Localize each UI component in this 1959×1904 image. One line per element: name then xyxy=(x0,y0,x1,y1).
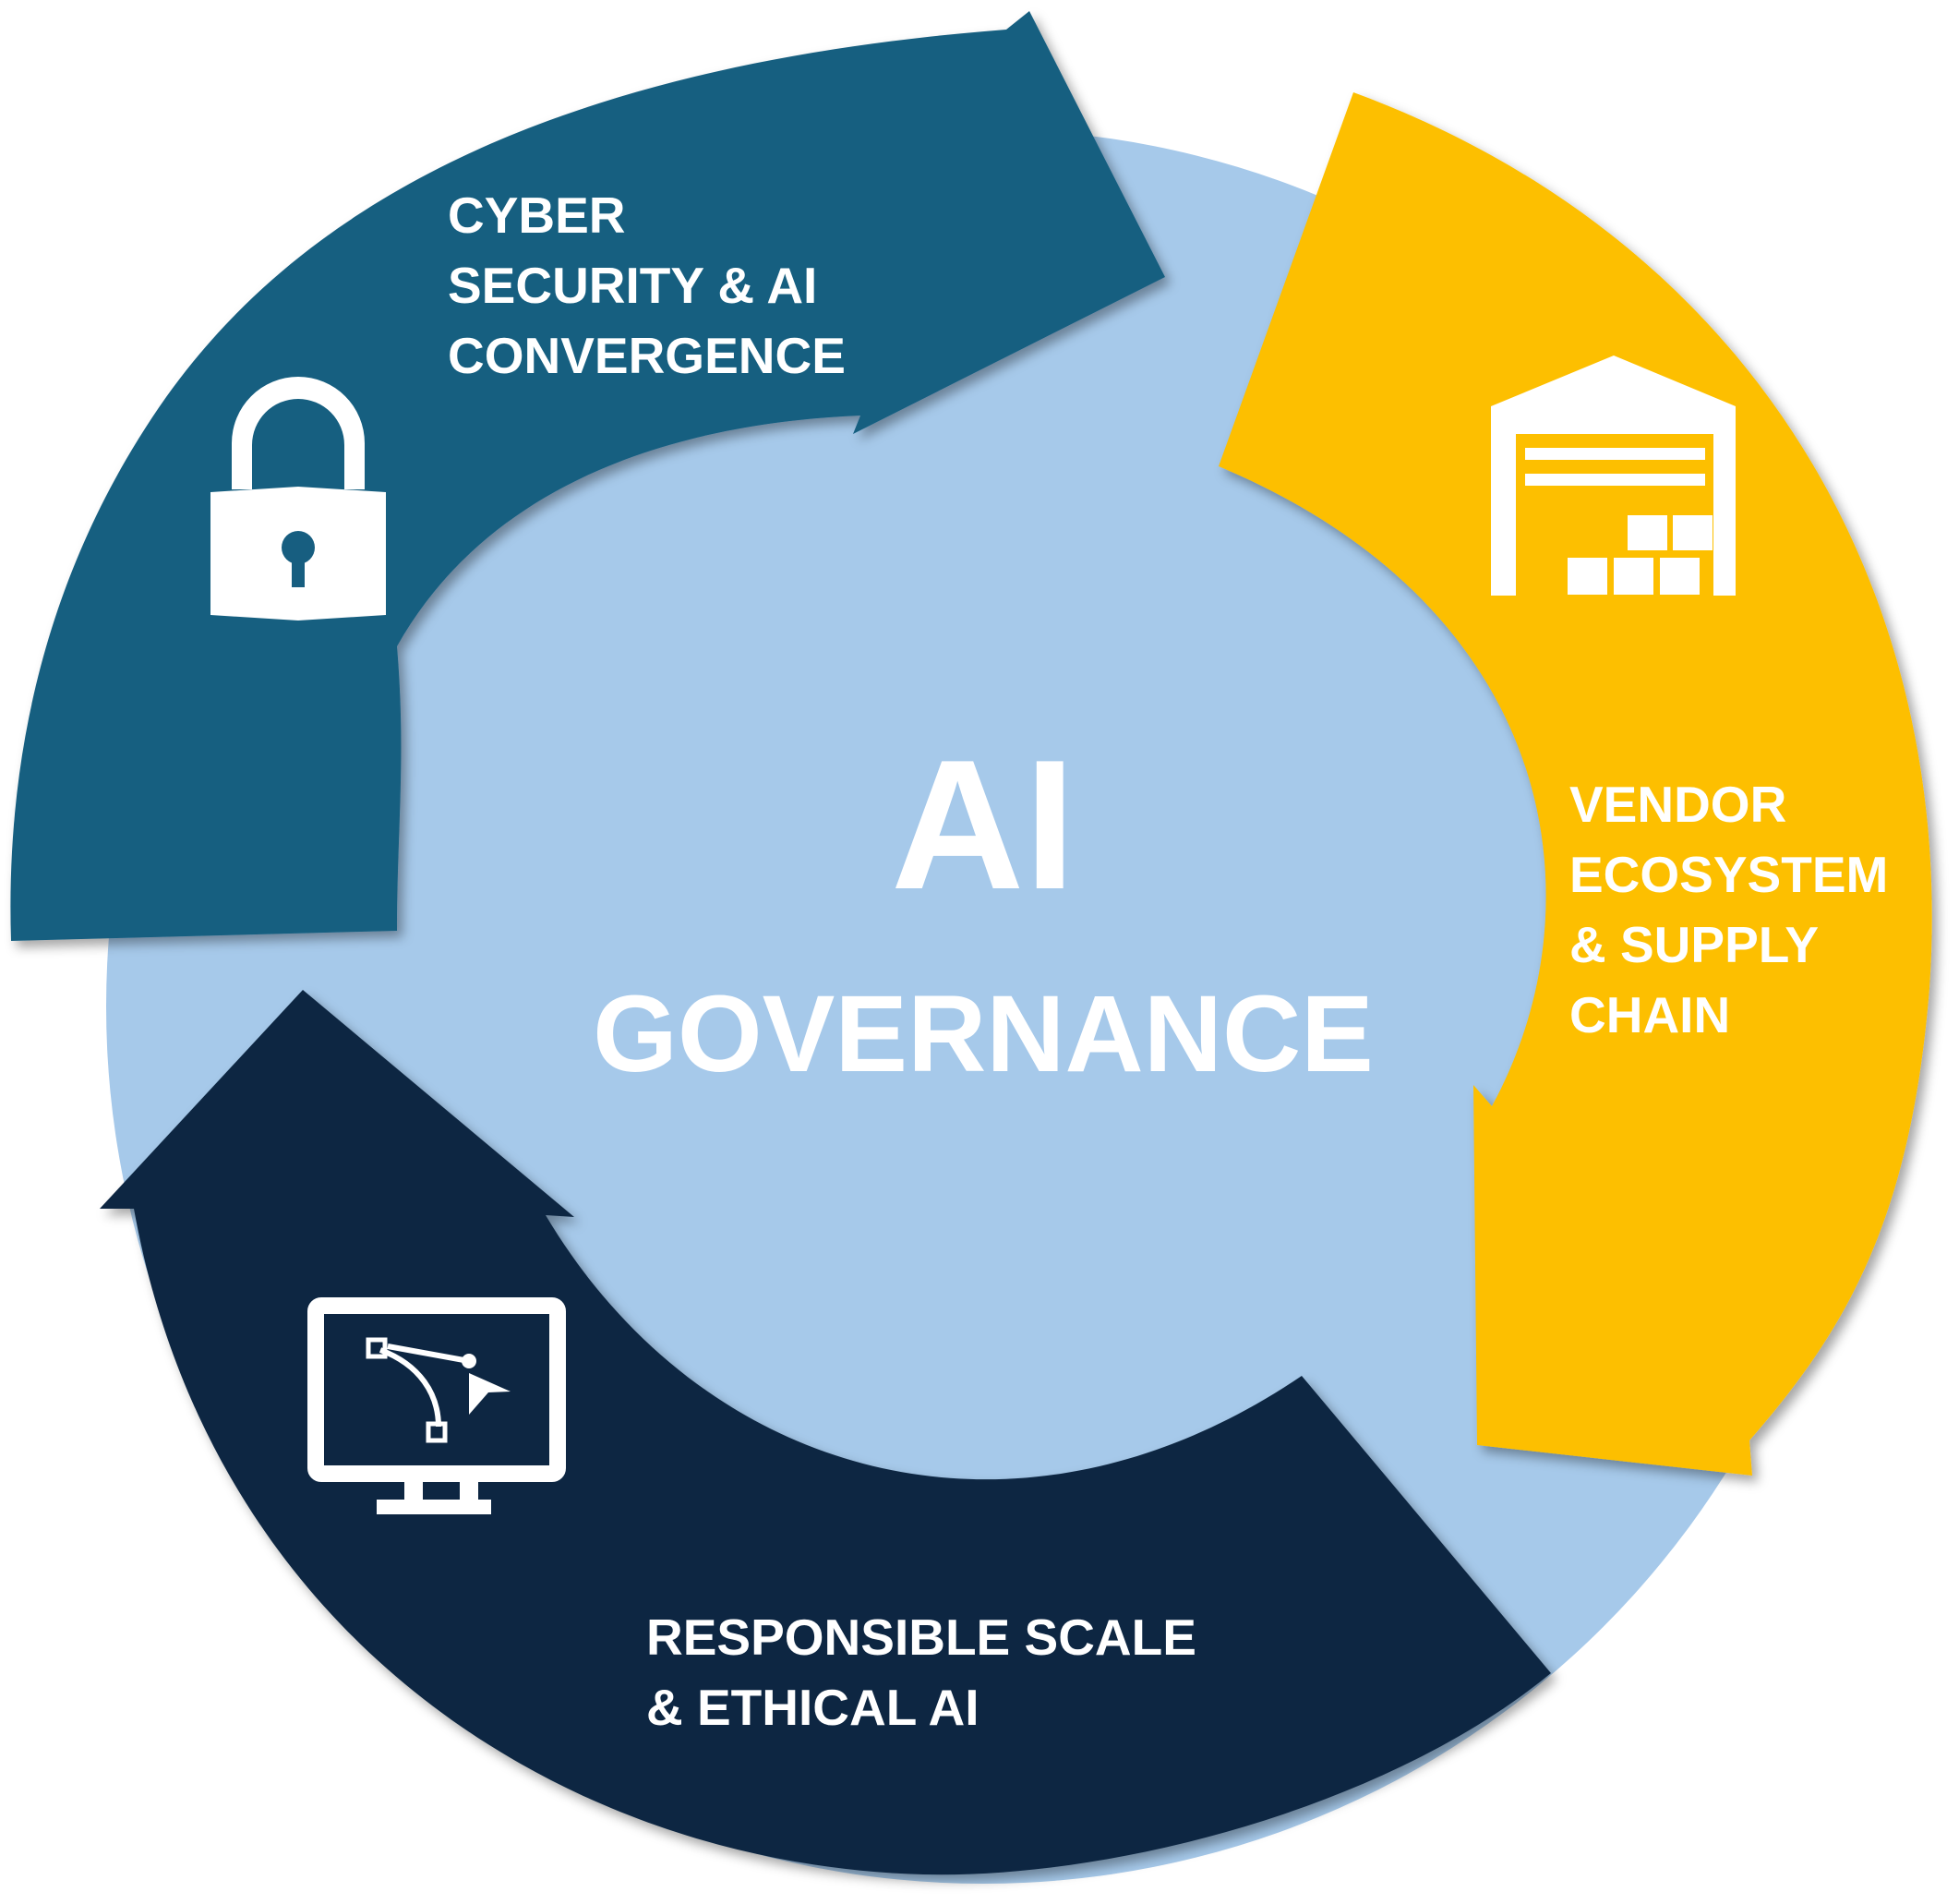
label-line: RESPONSIBLE SCALE xyxy=(646,1609,1196,1666)
label-line: & SUPPLY xyxy=(1569,916,1818,973)
label-line: CHAIN xyxy=(1569,986,1730,1043)
warehouse-icon xyxy=(1491,355,1736,596)
center-title: AI xyxy=(891,722,1076,928)
vendor-ecosystem-label: VENDOR ECOSYSTEM & SUPPLY CHAIN xyxy=(1569,776,1903,1043)
padlock-icon xyxy=(210,377,386,621)
vendor-ecosystem-arrow xyxy=(1219,92,1932,1476)
label-line: SECURITY & AI xyxy=(448,257,817,314)
label-line: & ETHICAL AI xyxy=(646,1679,980,1736)
label-line: CYBER xyxy=(448,187,626,244)
label-line: VENDOR xyxy=(1569,776,1786,833)
cyber-security-arrow xyxy=(10,11,1165,941)
label-line: ECOSYSTEM xyxy=(1569,846,1888,903)
responsible-scale-arrow xyxy=(100,990,1551,1875)
cyber-security-label: CYBER SECURITY & AI CONVERGENCE xyxy=(448,187,846,384)
center-subtitle: GOVERNANCE xyxy=(593,973,1374,1095)
responsible-scale-label: RESPONSIBLE SCALE & ETHICAL AI xyxy=(646,1609,1210,1736)
label-line: CONVERGENCE xyxy=(448,327,846,384)
monitor-design-icon xyxy=(307,1297,566,1514)
